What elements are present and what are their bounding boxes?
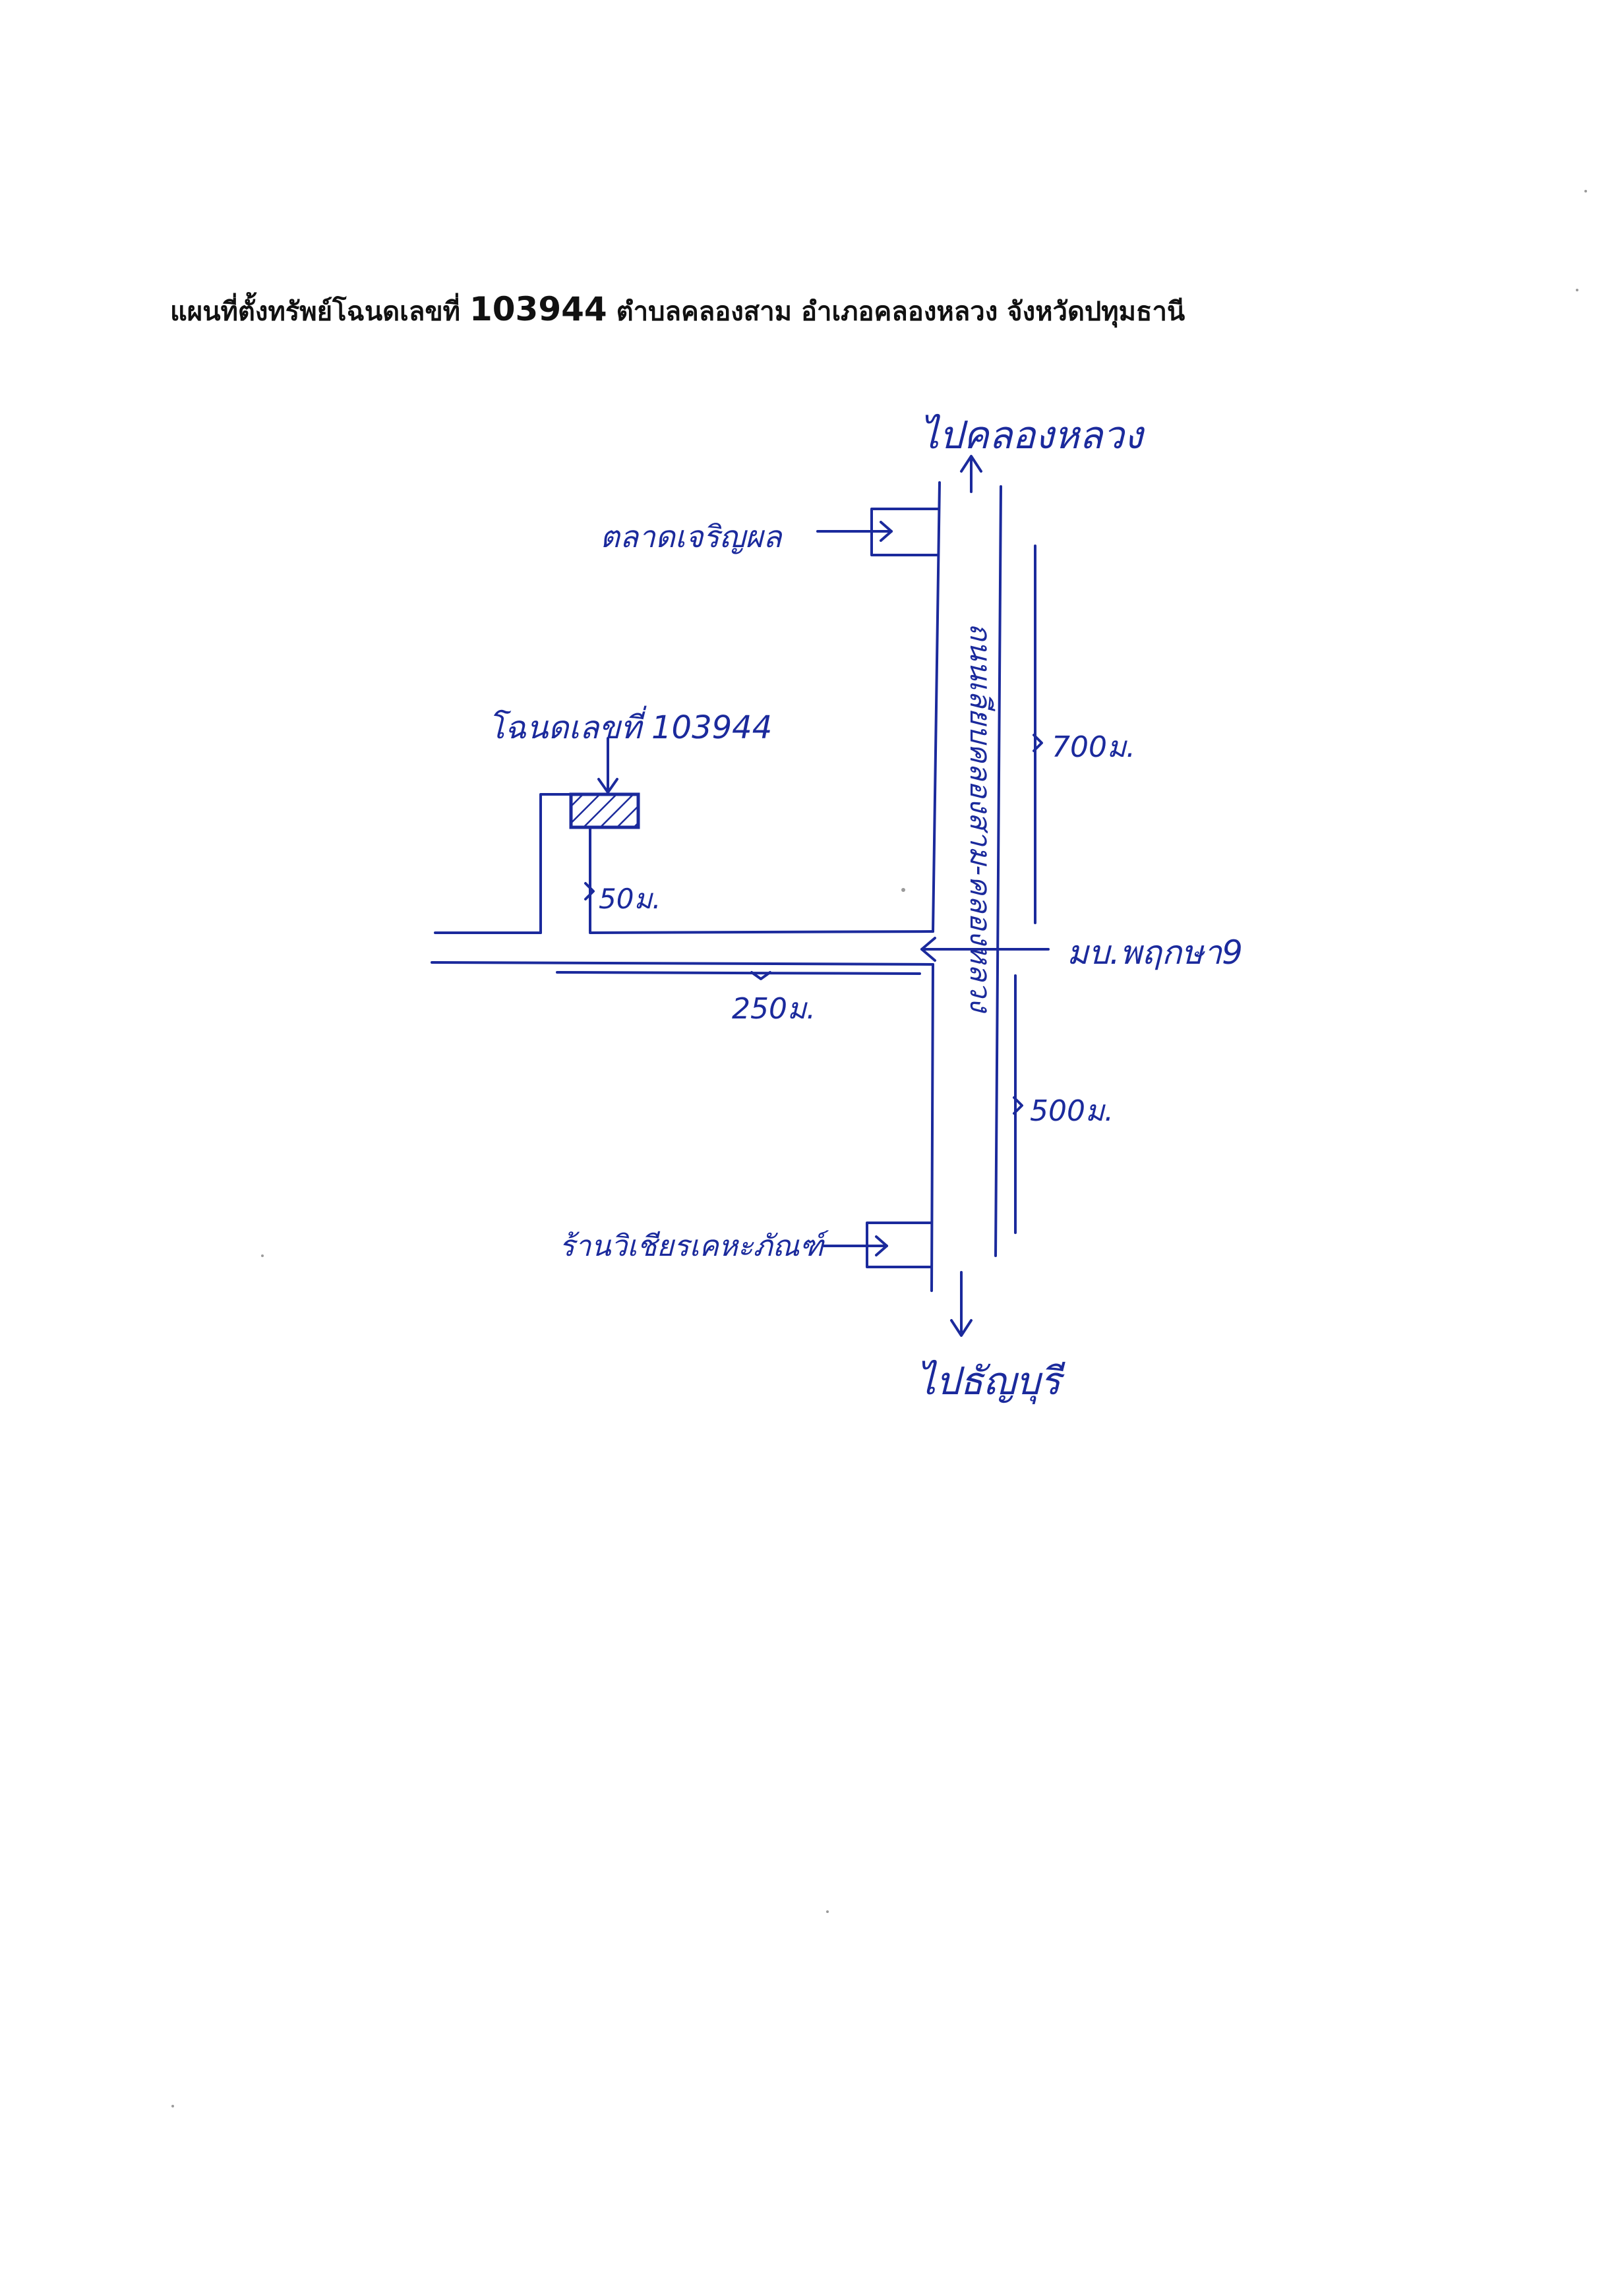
- market-label: ตลาดเจริญผล: [600, 519, 783, 554]
- north-arrow-head: [960, 455, 982, 473]
- deed-pointer-head: [597, 778, 618, 794]
- south-arrow-head: [950, 1319, 973, 1337]
- village-arrow-head: [920, 937, 936, 962]
- lane-distance-label: 50ม.: [599, 883, 661, 915]
- main-road-left-edge-upper: [932, 481, 941, 933]
- village-label: มบ.พฤกษา9: [1067, 933, 1243, 972]
- shop-label: ร้านวิเชียรเคหะภัณฑ์: [559, 1229, 829, 1263]
- scan-speck: [171, 2105, 174, 2107]
- north-distance-label: 700ม.: [1052, 730, 1135, 764]
- title-suffix: ตำบลคลองสาม อำเภอคลองหลวง จังหวัดปทุมธาน…: [607, 297, 1185, 327]
- south-arrow: [950, 1271, 973, 1337]
- scan-speck: [901, 888, 905, 892]
- shop-building: [823, 1222, 932, 1268]
- side-road-distance-label: 250ม.: [732, 992, 816, 1026]
- north-arrow: [960, 455, 982, 493]
- village-arrow: [920, 937, 1050, 962]
- shop-arrow-head: [875, 1235, 888, 1256]
- to-north-label: ไปคลองหลวง: [920, 413, 1145, 457]
- south-distance-label: 500ม.: [1030, 1094, 1114, 1128]
- scan-speck: [1576, 289, 1578, 291]
- market-arrow-head: [880, 521, 893, 542]
- north-distance-brace: [1033, 734, 1043, 752]
- main-road-right-edge: [994, 485, 1002, 1257]
- side-road-bottom: [431, 961, 934, 966]
- page-title: แผนที่ตั้งทรัพย์โฉนดเลขที่ 103944 ตำบลคล…: [170, 290, 1489, 332]
- title-deed-number: 103944: [469, 290, 607, 328]
- main-road: [930, 481, 1002, 1292]
- lane-inner-edge: [589, 826, 640, 933]
- main-road-left-edge-lower: [930, 963, 934, 1292]
- side-road-distance-brace: [750, 971, 771, 980]
- south-distance-brace: [1013, 1096, 1023, 1115]
- side-road: [431, 930, 934, 966]
- scan-speck: [1584, 190, 1587, 192]
- title-prefix: แผนที่ตั้งทรัพย์โฉนดเลขที่: [170, 297, 469, 327]
- to-south-label: ไปธัญบุรี: [916, 1359, 1065, 1405]
- deed-label: โฉนดเลขที่ 103944: [488, 705, 772, 746]
- deed-plot: [569, 792, 640, 829]
- market-building: [816, 508, 939, 556]
- main-road-label: ถนนเลียบคลองสาม-คลองหลวง: [963, 623, 997, 1014]
- scan-speck: [261, 1254, 264, 1257]
- side-road-top-right: [589, 930, 934, 934]
- side-road-distance-line: [556, 971, 921, 975]
- lane-distance-brace: [584, 882, 595, 900]
- scan-speck: [826, 1910, 829, 1913]
